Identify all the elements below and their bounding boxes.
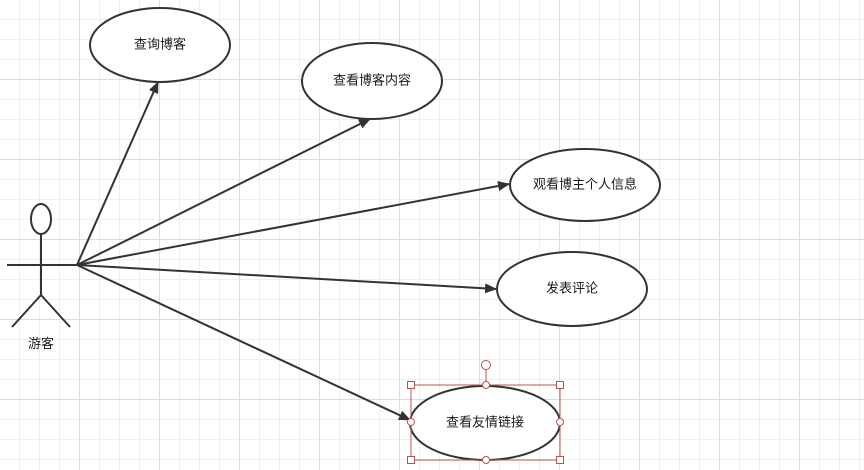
actor-label: 游客 — [28, 336, 54, 352]
connection-point-right[interactable] — [556, 418, 564, 426]
use-case-shape — [89, 7, 231, 83]
use-case-shape — [301, 42, 443, 120]
rotate-handle[interactable] — [481, 360, 491, 370]
use-case-view-blogger-info[interactable]: 观看博主个人信息 — [509, 148, 661, 222]
association-arrow-view-blogger-info[interactable] — [76, 181, 510, 266]
association-arrow-query-blog[interactable] — [76, 81, 159, 266]
use-case-query-blog[interactable]: 查询博客 — [89, 7, 231, 83]
use-case-label: 查看友情链接 — [446, 415, 524, 431]
use-case-label: 查看博客内容 — [333, 73, 411, 89]
actor-left-leg — [11, 294, 42, 328]
selection-overlay — [407, 360, 564, 464]
use-case-view-friend-links[interactable]: 查看友情链接 — [409, 385, 561, 461]
use-case-label: 观看博主个人信息 — [533, 177, 637, 193]
connection-point-top[interactable] — [482, 381, 490, 389]
resize-handle-top-left[interactable] — [407, 381, 415, 389]
use-case-label: 查询博客 — [134, 37, 186, 53]
use-case-view-blog-content[interactable]: 查看博客内容 — [301, 42, 443, 120]
actor-right-leg — [40, 294, 71, 328]
connection-point-bottom[interactable] — [482, 456, 490, 464]
resize-handle-bottom-right[interactable] — [556, 456, 564, 464]
use-case-label: 发表评论 — [546, 281, 598, 297]
actor-visitor[interactable]: 游客 — [7, 203, 77, 352]
resize-handle-top-right[interactable] — [556, 381, 564, 389]
actor-head — [30, 203, 52, 235]
association-arrow-post-comment[interactable] — [76, 264, 497, 294]
association-arrow-view-links[interactable] — [76, 264, 411, 421]
resize-handle-bottom-left[interactable] — [407, 456, 415, 464]
use-case-shape — [496, 251, 648, 327]
use-case-post-comment[interactable]: 发表评论 — [496, 251, 648, 327]
association-arrow-view-content[interactable] — [76, 118, 371, 266]
connection-point-left[interactable] — [407, 418, 415, 426]
use-case-shape — [509, 148, 661, 222]
